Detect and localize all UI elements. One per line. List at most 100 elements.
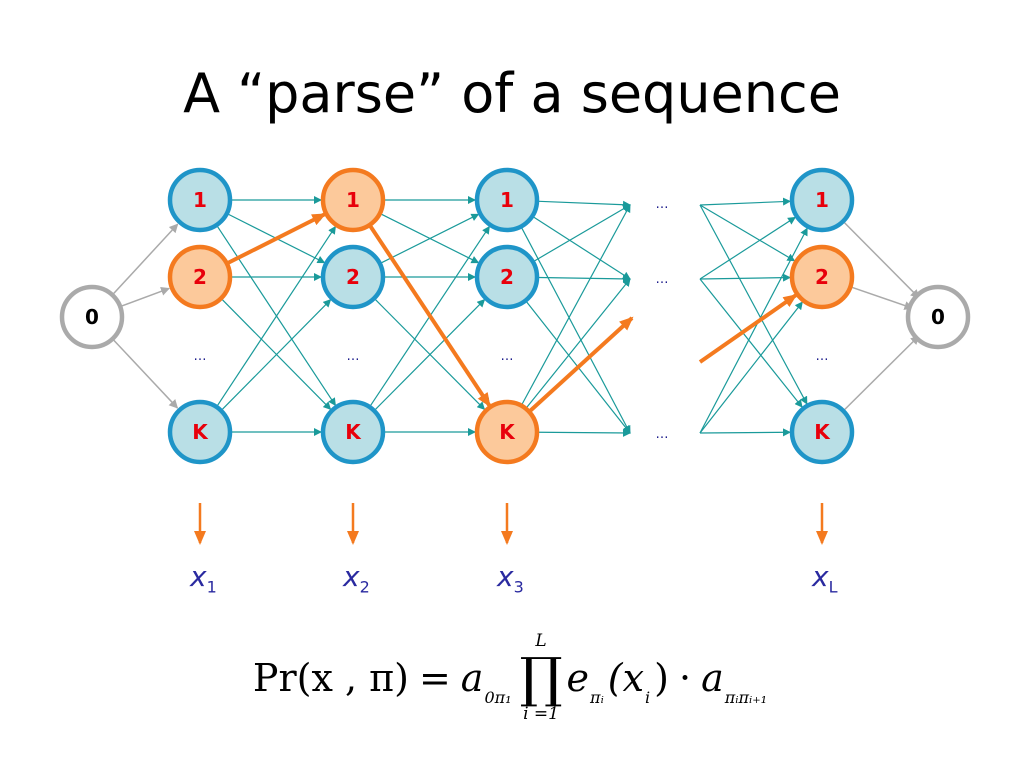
state-label: 0 (931, 305, 945, 329)
transition-edge (381, 213, 480, 264)
state-label: 1 (500, 188, 514, 212)
transition-edge (699, 204, 808, 405)
state-label: K (345, 420, 362, 444)
transition-edge (521, 204, 631, 405)
transition-edge (217, 225, 336, 406)
end-edge (844, 335, 920, 411)
start-edge (116, 287, 170, 309)
slide-title: A “parse” of a sequence (183, 62, 841, 125)
formula-e: e (566, 656, 590, 700)
ellipsis: … (194, 349, 207, 364)
start-edge (109, 335, 179, 409)
transition-edge (699, 204, 796, 262)
state-label: 2 (815, 265, 829, 289)
parse-path-edge (225, 212, 327, 266)
transition-edge (538, 274, 631, 283)
state-circle (474, 399, 540, 465)
state-label: K (192, 420, 209, 444)
state-label: 2 (346, 265, 360, 289)
start-edge (109, 223, 179, 299)
emission-label-3: x3 (497, 560, 524, 597)
transition-edge (538, 428, 631, 437)
transition-edge (699, 301, 803, 434)
state-circle (167, 167, 233, 233)
ellipsis: … (347, 349, 360, 364)
formula-a-sub: πᵢπᵢ₊₁ (724, 688, 768, 707)
ellipsis: … (816, 349, 829, 364)
transition-edge (534, 204, 631, 262)
formula-arg-close: ) (654, 656, 669, 700)
state-label: 2 (500, 265, 514, 289)
transition-edge (538, 200, 631, 209)
state-node: 1 (789, 167, 855, 233)
ellipsis: … (501, 349, 514, 364)
state-label: K (814, 420, 831, 444)
state-circle (320, 399, 386, 465)
state-circle (167, 244, 233, 310)
formula-arg-sub: i (645, 688, 651, 707)
end-node: 0 (905, 284, 971, 350)
parse-path-edge (367, 223, 491, 408)
state-node: K (167, 399, 233, 465)
state-circle (320, 244, 386, 310)
state-label: 2 (193, 265, 207, 289)
state-circle (320, 167, 386, 233)
ellipsis: … (656, 197, 669, 212)
parse-path-edge (698, 293, 798, 364)
state-circle (789, 244, 855, 310)
state-node: K (789, 399, 855, 465)
state-node: K (320, 399, 386, 465)
transition-edge (699, 216, 796, 280)
transition-edge (375, 298, 486, 410)
emission-label-1: x1 (190, 560, 217, 597)
transition-edge (699, 227, 808, 434)
state-node: 1 (167, 167, 233, 233)
end-edge (852, 286, 914, 310)
transition-edge (699, 428, 792, 437)
state-circle (789, 399, 855, 465)
formula-prod-top: L (535, 631, 547, 652)
formula-arg: (x (607, 656, 645, 700)
state-node-on-path: 1 (320, 167, 386, 233)
state-node-on-path: 2 (167, 244, 233, 310)
formula-lhs: Pr(x , π) (252, 656, 409, 700)
formula-product: ∏ (519, 646, 563, 709)
state-node-on-path: 2 (789, 244, 855, 310)
state-circle (59, 284, 125, 350)
formula-e-sub: πᵢ (590, 688, 604, 707)
end-edge (843, 222, 920, 299)
state-label: 1 (193, 188, 207, 212)
formula-prod-bottom: i =1 (523, 704, 559, 724)
formula-dot: · (679, 656, 692, 700)
state-node: 2 (474, 244, 540, 310)
state-label: 1 (346, 188, 360, 212)
state-node-on-path: K (474, 399, 540, 465)
start-node: 0 (59, 284, 125, 350)
state-label: K (499, 420, 516, 444)
formula-a0: a (460, 656, 484, 700)
state-label: 1 (815, 188, 829, 212)
probability-formula: Pr(x , π) = a 0π₁ L ∏ i =1 e πᵢ (x i ) ·… (0, 618, 1024, 738)
transition-edge (526, 278, 631, 408)
transition-edge (699, 273, 792, 282)
state-circle (905, 284, 971, 350)
transition-edge (699, 278, 803, 408)
state-circle (789, 167, 855, 233)
ellipsis: … (656, 272, 669, 287)
transition-edge (521, 228, 631, 434)
transition-edge (222, 299, 332, 410)
formula-product-group: L ∏ i =1 (520, 632, 563, 723)
state-circle (474, 244, 540, 310)
state-circle (474, 167, 540, 233)
formula-eq: = (418, 656, 451, 700)
state-label: 0 (85, 305, 99, 329)
emission-label-2: x2 (343, 560, 370, 597)
state-node: 2 (320, 244, 386, 310)
state-circle (167, 399, 233, 465)
transition-edge (533, 216, 631, 280)
emission-label-L: xL (812, 560, 838, 597)
ellipsis: … (656, 427, 669, 442)
parse-path-edge (527, 316, 634, 414)
formula-a0-sub: 0π₁ (484, 688, 512, 707)
formula-a: a (701, 656, 724, 700)
